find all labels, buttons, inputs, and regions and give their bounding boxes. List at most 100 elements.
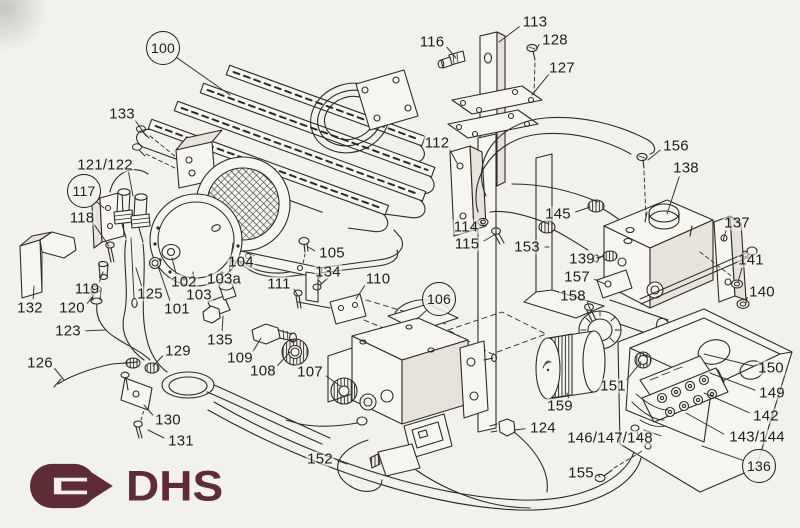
part-label-108: 108: [249, 362, 277, 380]
thermocouple-wire-126: [57, 361, 139, 385]
part-label-135: 135: [206, 331, 234, 349]
leader-line-109: [252, 337, 262, 352]
leader-line-138: [666, 176, 680, 215]
part-label-139: 139: [568, 250, 596, 268]
part-label-115: 115: [453, 235, 481, 253]
part-label-102: 102: [170, 273, 198, 291]
part-label-151: 151: [599, 377, 627, 395]
part-label-150: 150: [757, 359, 785, 377]
screw-115: [491, 227, 505, 245]
leader-line-101: [157, 265, 171, 301]
part-label-107: 107: [296, 363, 324, 381]
bracket-132: [19, 231, 77, 299]
part-label-130: 130: [154, 411, 182, 429]
pilot-supply-tube: [96, 303, 151, 361]
junction-wires: [631, 393, 669, 428]
magnet-arrow-right-icon: [30, 463, 122, 509]
leader-line-128: [535, 43, 540, 51]
sensor-wires-153: [475, 116, 656, 251]
part-label-121-122: 121/122: [76, 156, 134, 174]
leader-line-106: [416, 309, 428, 320]
leader-line-151: [626, 361, 642, 381]
leader-line-136: [701, 445, 745, 462]
part-label-142: 142: [752, 407, 780, 425]
part-label-132: 132: [16, 299, 44, 317]
leader-line-126: [54, 368, 65, 381]
part-label-100: 100: [146, 31, 180, 65]
fitting-124: [489, 418, 548, 493]
stand-leg: [523, 153, 605, 319]
part-label-120: 120: [58, 299, 86, 317]
leader-line-159: [566, 392, 569, 399]
part-label-103: 103: [185, 286, 213, 304]
pilot-tube: [122, 239, 145, 361]
leader-line-150: [703, 353, 754, 367]
cylinder-159: [535, 330, 606, 400]
inlet-flange: [310, 69, 419, 154]
leader-line-110: [355, 284, 366, 300]
part-label-128: 128: [541, 31, 569, 49]
thermocouple-lead: [285, 416, 368, 427]
leader-line-125: [135, 267, 142, 287]
part-label-153: 153: [513, 238, 541, 256]
part-label-129: 129: [164, 342, 192, 360]
control-box-138: [592, 152, 750, 309]
leader-line-155: [598, 474, 601, 478]
part-label-141: 141: [737, 251, 765, 269]
leader-line-135: [221, 315, 224, 332]
screw-105: [298, 236, 310, 265]
leader-line-158: [586, 301, 591, 310]
leader-line-137: [722, 230, 727, 242]
part-label-137: 137: [723, 214, 751, 232]
part-label-118: 118: [68, 209, 96, 227]
gas-valve: [285, 299, 548, 509]
part-label-119: 119: [73, 280, 101, 298]
igniter-cable-152: [337, 439, 531, 509]
leader-line-102: [171, 257, 177, 274]
junction-box-136: [594, 308, 793, 493]
screw-158: [584, 303, 597, 322]
part-label-125: 125: [136, 285, 164, 303]
screw-131: [133, 420, 143, 439]
leader-line-132: [32, 285, 35, 300]
part-label-140: 140: [748, 283, 776, 301]
pilot-wire: [142, 243, 168, 373]
leader-line-100: [175, 56, 231, 96]
leader-line-157: [593, 278, 606, 285]
leader-line-143-144: [685, 412, 725, 435]
part-label-152: 152: [306, 450, 334, 468]
part-label-156: 156: [662, 137, 690, 155]
capillary-tubes: [207, 401, 642, 511]
leader-line-131: [147, 429, 165, 439]
terminal-strip: [639, 355, 729, 423]
part-label-116: 116: [418, 33, 446, 51]
leader-line-108: [277, 351, 291, 366]
elbow-135: [202, 281, 237, 324]
part-label-145: 145: [544, 205, 572, 223]
part-label-113: 113: [521, 13, 549, 31]
part-label-111: 111: [266, 275, 292, 293]
part-label-126: 126: [26, 354, 54, 372]
part-label-106: 106: [422, 282, 456, 316]
part-label-103a: 103a: [205, 270, 243, 288]
leader-line-111: [293, 288, 299, 297]
leader-line-139: [599, 256, 602, 259]
leader-line-116: [446, 46, 457, 59]
part-label-136: 136: [742, 449, 776, 483]
leader-line-129: [152, 355, 164, 367]
part-label-133: 133: [108, 105, 136, 123]
part-label-155: 155: [567, 464, 595, 482]
leader-line-141: [737, 267, 743, 283]
leader-line-152: [337, 460, 348, 465]
outlet-flange: [459, 340, 498, 419]
plates-127: [447, 85, 543, 139]
plate-110: [329, 293, 367, 325]
leader-line-130: [143, 404, 154, 416]
part-label-149: 149: [758, 384, 786, 402]
thermostat-assembly: [535, 246, 758, 400]
leader-line-107: [325, 375, 341, 387]
part-label-124: 124: [529, 419, 557, 437]
